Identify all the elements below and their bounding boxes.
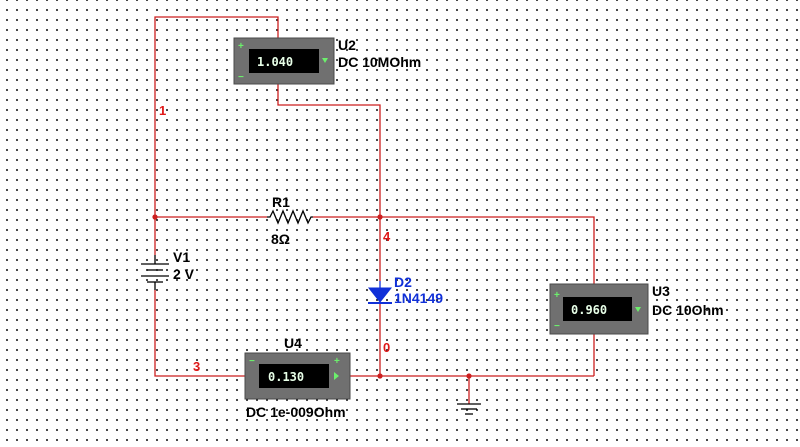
meter-u2-arrow-icon [322,58,328,63]
meter-u2-ref: U2 [338,37,356,53]
meter-u4-arrow-icon [334,372,339,380]
junction-net0-ground [466,373,472,379]
meter-u3-arrow-icon [635,307,641,312]
wire-u2-to-net4[interactable] [277,84,381,217]
meter-u2-mode: DC 10MOhm [338,54,421,70]
meter-u2[interactable]: 1.040 + − U2 DC 10MOhm [233,37,421,85]
meter-u3-display [563,297,632,321]
meter-u3[interactable]: 0.960 + − U3 DC 10Ohm [549,283,724,335]
wire-net1-to-u2[interactable] [154,16,279,217]
meter-u4-plus: + [334,356,340,367]
battery-v1[interactable]: V1 2 V [141,249,195,290]
meter-u3-minus: − [554,321,560,332]
resistor-zigzag-icon [267,209,313,225]
battery-v1-value: 2 V [173,266,195,282]
diode-d2[interactable]: D2 1N4149 [367,274,443,306]
meter-u3-plus: + [554,290,560,301]
meter-u4-mode: DC 1e-009Ohm [246,404,346,420]
junction-net4 [377,214,383,220]
meter-u4[interactable]: 0.130 − + U4 DC 1e-009Ohm [244,335,351,420]
net-label-3: 3 [193,359,200,374]
meter-u4-display [259,364,329,388]
junction-net1 [152,214,158,220]
resistor-r1-ref: R1 [272,194,290,210]
net-label-4: 4 [383,229,391,244]
resistor-r1-value: 8Ω [271,231,290,247]
meter-u2-minus: − [238,72,244,83]
battery-icon [141,255,169,290]
diode-d2-ref: D2 [394,274,412,290]
meter-u4-ref: U4 [284,335,302,351]
meter-u3-mode: DC 10Ohm [652,302,724,318]
wire-net4-to-u3[interactable] [380,216,595,284]
junction-net0-left [377,373,383,379]
ground-symbol-icon[interactable] [457,403,481,415]
meter-u3-reading: 0.960 [571,303,607,317]
battery-v1-ref: V1 [173,249,190,265]
junctions [152,214,472,379]
diode-d2-model: 1N4149 [394,290,443,306]
meter-u3-ref: U3 [652,283,670,299]
net-label-0: 0 [383,340,390,355]
meter-u4-minus: − [249,356,255,367]
net-label-1: 1 [159,103,166,118]
wires [154,16,595,404]
meter-u2-reading: 1.040 [257,55,293,69]
meter-u2-display [249,49,319,73]
resistor-r1[interactable]: R1 8Ω [267,194,313,247]
meter-u2-plus: + [238,41,244,52]
wire-v1-to-u4[interactable] [154,290,245,377]
diode-icon [367,281,393,304]
meter-u4-reading: 0.130 [268,370,304,384]
